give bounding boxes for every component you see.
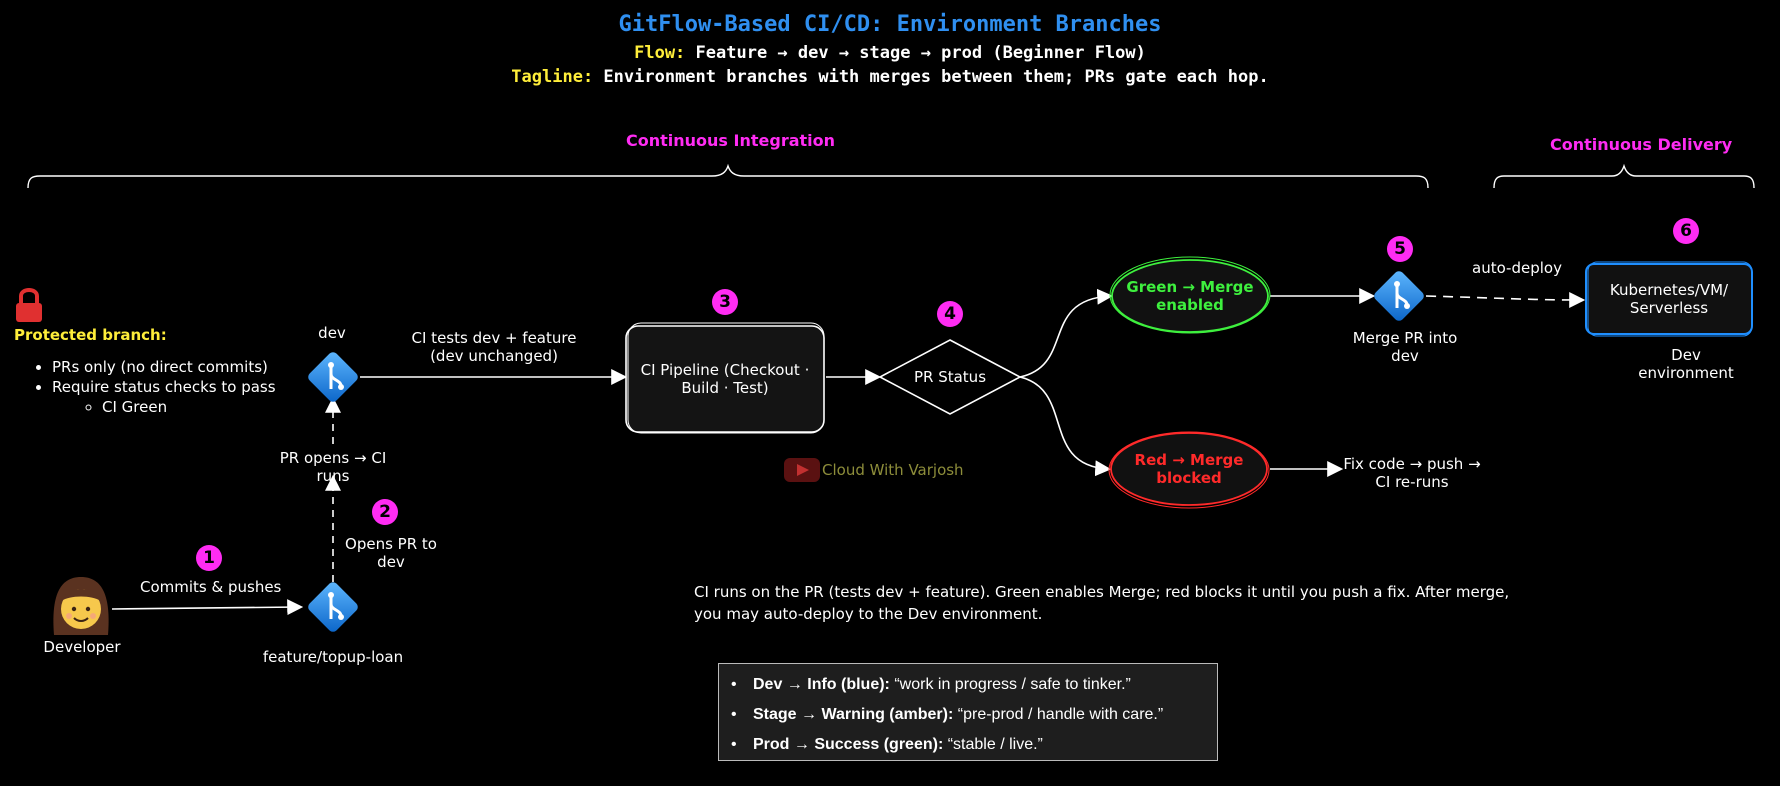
page-title: GitFlow-Based CI/CD: Environment Branche… — [618, 12, 1162, 37]
fix-code-edge-label: Fix code → push → CI re-runs — [1343, 455, 1481, 491]
green-merge-node: Green → Merge enabled — [1126, 278, 1254, 314]
protected-subrule: CI Green — [102, 397, 276, 417]
watermark-text: Cloud With Varjosh — [822, 461, 964, 479]
pr-status-node: PR Status — [913, 368, 987, 386]
step-6-badge: 6 — [1673, 218, 1699, 244]
tagline-line: Tagline: Environment branches with merge… — [0, 67, 1780, 87]
youtube-icon — [784, 458, 820, 482]
protected-rules: PRs only (no direct commits) Require sta… — [32, 357, 276, 417]
ci-bracket — [27, 163, 1429, 189]
pr-opens-edge-label: PR opens → CI runs — [279, 449, 387, 485]
cd-section-label: Continuous Delivery — [1550, 135, 1733, 154]
dev-environment-label: Dev environment — [1638, 346, 1734, 382]
ci-tests-edge-label: CI tests dev + feature (dev unchanged) — [411, 329, 577, 365]
edge-commits — [111, 599, 304, 616]
ci-section-label: Continuous Integration — [626, 131, 836, 150]
edge-status-green — [1019, 288, 1114, 378]
developer-label: Developer — [43, 638, 121, 656]
edge-auto-deploy — [1425, 291, 1586, 308]
legend-row-prod: •Prod → Success (green): “stable / live.… — [731, 736, 1043, 753]
merge-pr-label: Merge PR into dev — [1352, 329, 1458, 365]
step-4-badge: 4 — [937, 301, 963, 327]
legend-row-dev: •Dev → Info (blue): “work in progress / … — [731, 676, 1131, 693]
red-ellipse — [1110, 432, 1268, 506]
feature-branch-label: feature/topup-loan — [262, 648, 404, 666]
red-merge-node: Red → Merge blocked — [1134, 451, 1244, 487]
ci-pipeline-box: CI Pipeline (Checkout · Build · Test) — [640, 361, 810, 397]
explanation-note: CI runs on the PR (tests dev + feature).… — [694, 583, 1510, 623]
feature-branch-icon — [308, 582, 358, 632]
merge-pr-icon — [1374, 271, 1424, 321]
step-3-badge: 3 — [712, 289, 738, 315]
tagline-text: Environment branches with merges between… — [593, 67, 1269, 87]
protected-title: Protected branch: — [14, 326, 167, 344]
step-2-badge: 2 — [372, 499, 398, 525]
flow-text: Feature → dev → stage → prod (Beginner F… — [685, 43, 1146, 63]
step-1-badge: 1 — [196, 545, 222, 571]
flow-line: Flow: Feature → dev → stage → prod (Begi… — [0, 43, 1780, 63]
legend-row-stage: •Stage → Warning (amber): “pre-prod / ha… — [731, 706, 1164, 723]
tagline-key: Tagline: — [511, 67, 594, 87]
opens-pr-edge-label: Opens PR to dev — [345, 535, 437, 571]
step-5-badge: 5 — [1387, 236, 1413, 262]
cd-bracket — [1493, 163, 1755, 189]
edge-status-red — [1019, 376, 1112, 477]
protected-rule: PRs only (no direct commits) — [52, 357, 276, 377]
green-ellipse — [1111, 259, 1269, 333]
dev-branch-label: dev — [318, 324, 346, 342]
pr-status-diamond — [878, 339, 1022, 415]
commits-edge-label: Commits & pushes — [140, 578, 282, 596]
deploy-target-box: Kubernetes/VM/ Serverless — [1609, 281, 1729, 317]
auto-deploy-edge-label: auto-deploy — [1472, 259, 1562, 277]
environment-legend: •Dev → Info (blue): “work in progress / … — [718, 663, 1218, 761]
developer-avatar-icon — [53, 577, 109, 635]
lock-icon — [16, 288, 42, 322]
flow-key: Flow: — [634, 43, 686, 63]
protected-rule: Require status checks to pass CI Green — [52, 377, 276, 417]
dev-branch-icon — [308, 352, 358, 402]
